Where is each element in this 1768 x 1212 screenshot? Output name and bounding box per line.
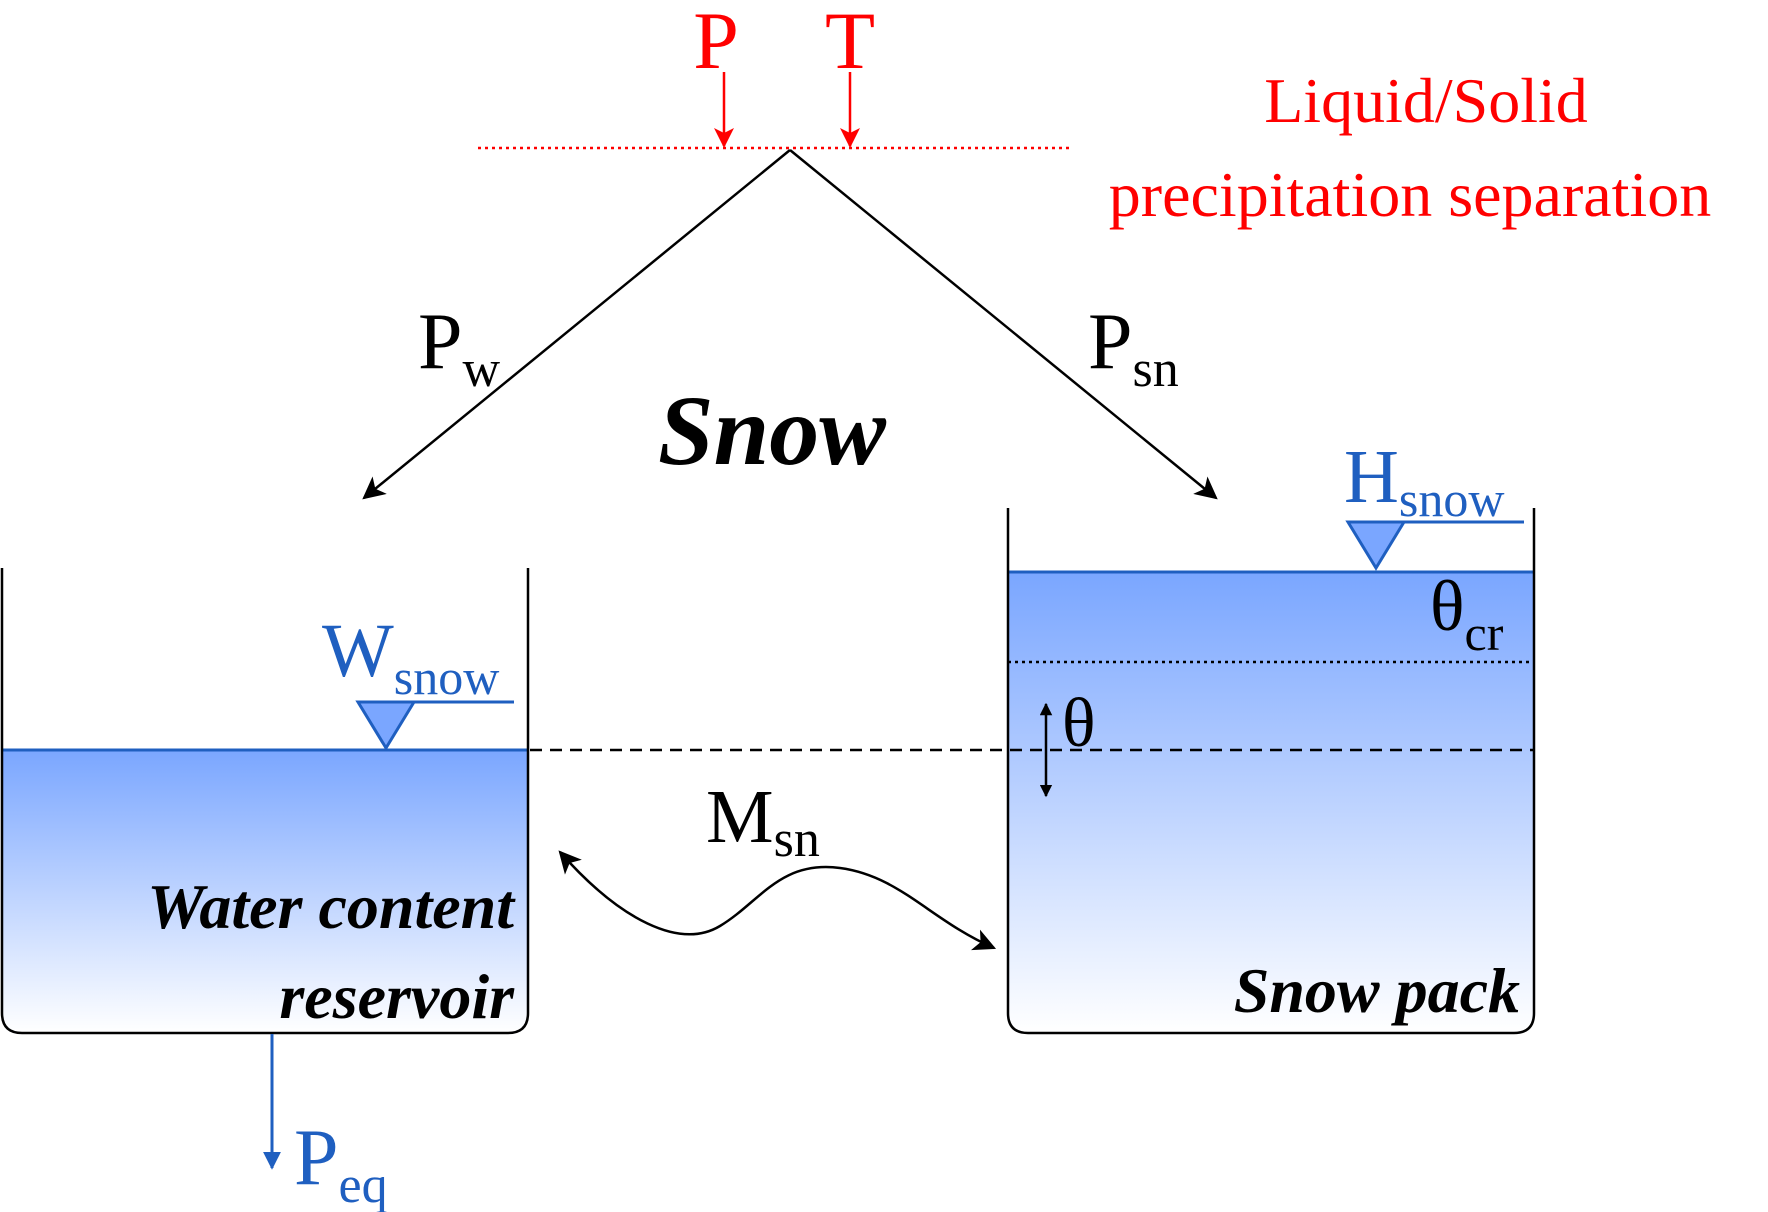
rain-flow-label: Pw xyxy=(418,298,501,398)
snowfall-flow-arrow xyxy=(789,149,1218,500)
equivalent-precipitation-label: Peq xyxy=(294,1114,388,1212)
snow-level-main: H xyxy=(1344,435,1399,519)
snow-pack-name: Snow pack xyxy=(1234,955,1520,1026)
rain-flow-arrow xyxy=(362,149,791,500)
critical-threshold-sub: cr xyxy=(1465,605,1504,661)
critical-threshold-main: θ xyxy=(1430,566,1465,646)
snowfall-flow-main: P xyxy=(1088,298,1133,386)
water-reservoir-name-line2: reservoir xyxy=(279,961,515,1032)
water-level-marker-icon xyxy=(355,700,417,751)
water-level-sub: snow xyxy=(394,649,500,705)
water-reservoir-outline xyxy=(0,568,530,1035)
module-title: Snow xyxy=(658,375,887,486)
melt-exchange-main: M xyxy=(706,775,774,859)
equivalent-precipitation-sub: eq xyxy=(339,1157,388,1212)
melt-exchange-arrow xyxy=(558,850,997,951)
rain-flow-sub: w xyxy=(463,341,501,398)
water-level-label: Wsnow xyxy=(322,609,499,705)
precipitation-label: P xyxy=(693,0,739,86)
snowfall-flow-sub: sn xyxy=(1133,341,1179,398)
water-reservoir-name-line1: Water content xyxy=(147,871,516,942)
separation-label-line2: precipitation separation xyxy=(1109,159,1711,230)
rain-flow-main: P xyxy=(418,298,463,386)
separation-label-line1: Liquid/Solid xyxy=(1264,65,1588,136)
snow-level-sub: snow xyxy=(1399,471,1505,527)
melt-exchange-sub: sn xyxy=(774,811,820,868)
snowfall-flow-label: Psn xyxy=(1088,298,1179,398)
snow-level-marker-icon xyxy=(1345,520,1407,571)
equivalent-precipitation-main: P xyxy=(294,1114,339,1202)
temperature-label: T xyxy=(825,0,875,86)
water-level-main: W xyxy=(322,609,394,693)
critical-threshold-label: θcr xyxy=(1430,566,1504,661)
snow-pack-fill xyxy=(1008,572,1534,1033)
snow-pack-outline xyxy=(1006,508,1536,1035)
snow-level-label: Hsnow xyxy=(1344,435,1504,527)
melt-exchange-label: Msn xyxy=(706,775,820,868)
water-reservoir-fill xyxy=(2,750,528,1033)
